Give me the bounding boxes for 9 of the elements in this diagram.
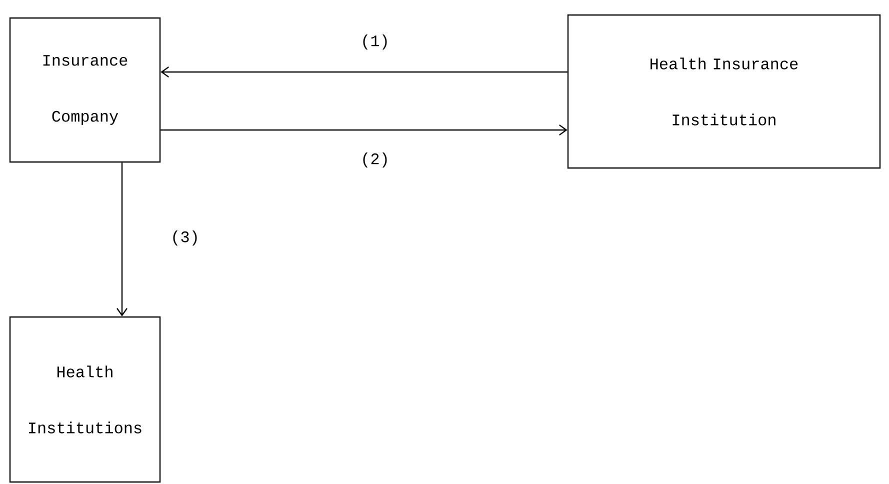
edge-label: (1) — [363, 34, 387, 50]
edge-label: (2) — [363, 152, 387, 168]
process-box: Health Insurance Institution — [567, 14, 881, 169]
arrow — [160, 124, 568, 136]
edge-label: (3) — [173, 230, 197, 246]
process-box: Health Institutions — [9, 316, 161, 483]
arrow — [160, 66, 568, 78]
arrow — [116, 162, 128, 316]
process-box: Insurance Company — [9, 17, 161, 163]
